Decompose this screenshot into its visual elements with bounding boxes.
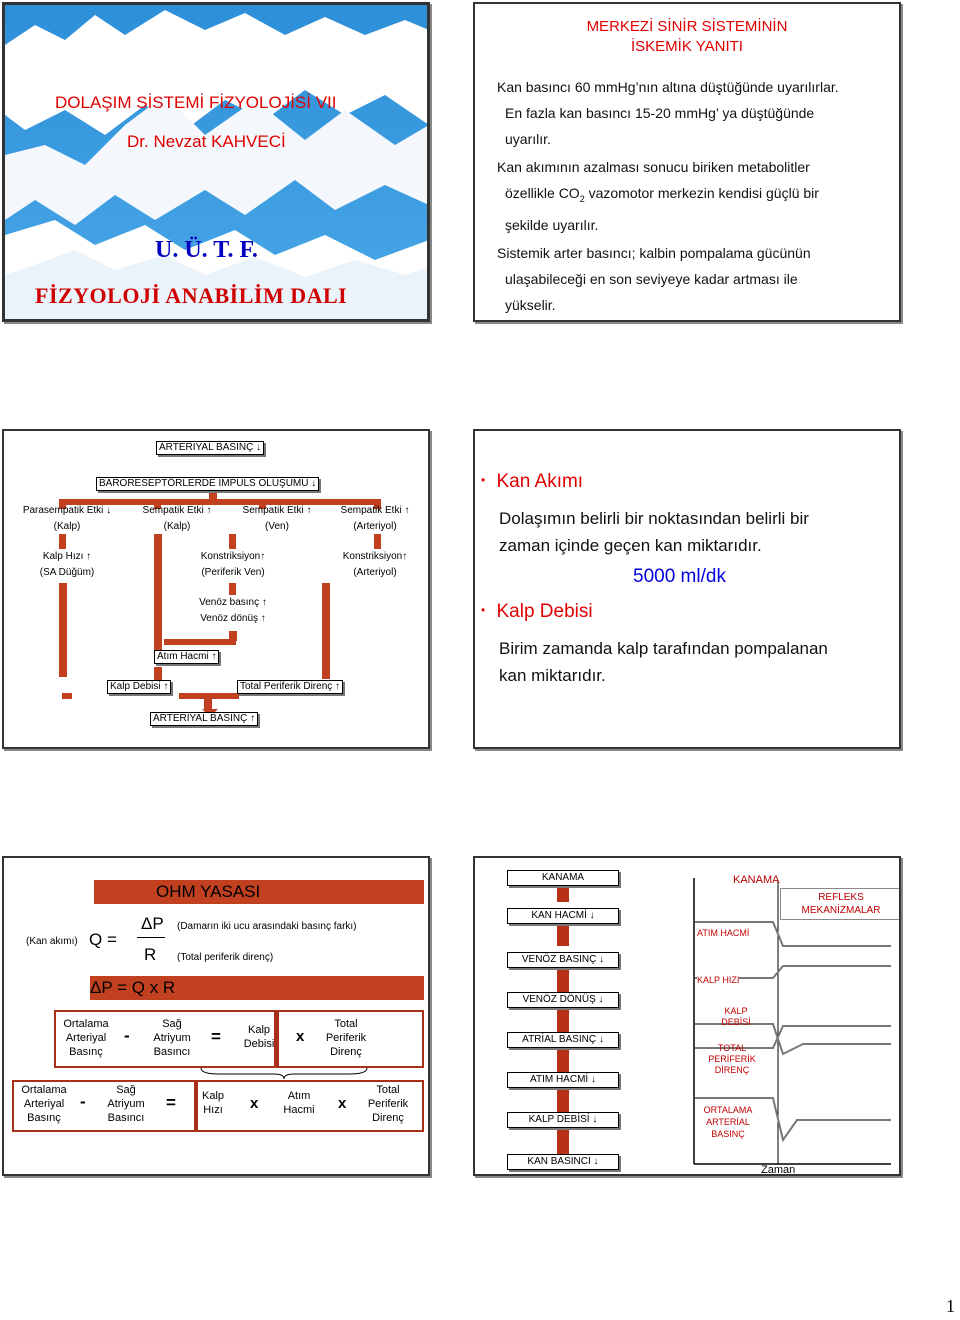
text-line: özellikle CO2 vazomotor merkezin kendisi… — [505, 185, 819, 204]
text-line: ulaşabileceği en son seviyeye kadar artm… — [505, 270, 798, 287]
cardiac-output-definition: Birim zamanda kalp tarafından pompalanan… — [499, 639, 828, 685]
multiply-sign: x — [250, 1095, 259, 1112]
equation1-white-cell — [56, 1012, 274, 1066]
title-underline-bar — [94, 880, 424, 904]
minus-sign: - — [124, 1026, 130, 1045]
cardiac-output-value: 5000 ml/dk — [633, 566, 726, 587]
blood-flow-definition-slide: • Kan Akımı Dolaşımın belirli bir noktas… — [473, 429, 901, 749]
arteriole-constriction-label: Konstriksiyon↑(Arteriyol) — [320, 549, 428, 581]
page-number: 1 — [946, 1296, 955, 1316]
text-line: Sistemik arter basıncı; kalbin pompalama… — [497, 244, 811, 261]
venous-pressure-decrease-box: VENÖZ BASINÇ ↓ — [507, 952, 619, 968]
graph-stroke-volume-label: ATIM HACMİ — [697, 928, 750, 938]
cardiac-output-box: Kalp Debisi ↑ — [107, 680, 172, 694]
title-slide: DOLAŞIM SİSTEMİ FİZYOLOJİSİ VII Dr. Nevz… — [2, 2, 430, 322]
multiply-sign: x — [338, 1095, 347, 1112]
bullet-icon: • — [481, 603, 486, 617]
equals-sign: = — [166, 1093, 176, 1112]
cardiac-output-heading: • Kalp Debisi — [481, 601, 593, 622]
slide-title-line1: MERKEZİ SİNİR SİSTEMİNİN — [586, 18, 788, 35]
department-name: FİZYOLOJİ ANABİLİM DALI — [35, 283, 348, 308]
pressure-difference-description: (Damarın iki ucu arasındaki basınç farkı… — [177, 921, 357, 932]
sympathetic-heart-label: Sempatik Etki ↑(Kalp) — [142, 505, 212, 532]
venous-return-label: Venöz basınç ↑Venöz dönüş ↑ — [178, 595, 288, 627]
hemorrhage-arrows — [557, 884, 569, 1154]
slide-title-line2: İSKEMİK YANITI — [631, 38, 743, 55]
blood-flow-heading: • Kan Akımı — [481, 471, 584, 492]
equation2-white-cell2 — [198, 1082, 422, 1130]
flow-label: (Kan akımı) — [26, 936, 78, 947]
multiply-sign: x — [296, 1028, 305, 1045]
graph-hemorrhage-label: KANAMA — [733, 874, 780, 886]
hemorrhage-box: KANAMA — [507, 870, 619, 886]
baroreceptor-flowchart-slide: ARTERİYAL BASINÇ ↓ BARORESEPTÖRLERDE İMP… — [2, 429, 430, 749]
stroke-volume-decrease-box: ATIM HACMİ ↓ — [507, 1072, 619, 1088]
equation1-white-cell2 — [279, 1012, 422, 1066]
resistance-symbol: R — [144, 945, 157, 964]
text-line: Kan basıncı 60 mmHg’nın altına düştüğünd… — [497, 79, 839, 95]
formula-bar — [90, 976, 424, 1000]
stroke-volume-box: Atım Hacmi ↑ — [154, 650, 220, 664]
baroreceptor-impulse-box: BARORESEPTÖRLERDE İMPULS OLUŞUMU ↓ — [96, 477, 320, 491]
arterial-pressure-decrease-box: ARTERİYAL BASINÇ ↓ — [156, 441, 265, 455]
flow-symbol: Q = — [89, 930, 117, 949]
vein-constriction-label: Konstriksiyon↑(Periferik Ven) — [178, 549, 288, 581]
text-line: şekilde uyarılır. — [505, 216, 599, 233]
ohm-formula: ΔP = Q x R — [90, 978, 176, 997]
pressure-difference-symbol: ΔP — [141, 914, 164, 933]
equation2-white-cell — [14, 1082, 194, 1130]
text-line: uyarılır. — [505, 131, 551, 147]
text-line: En fazla kan basıncı 15-20 mmHg’ ya düşt… — [505, 105, 815, 121]
time-axis-label: Zaman — [761, 1164, 796, 1176]
ohm-law-title: OHM YASASI — [156, 882, 261, 901]
mountain-background-image — [5, 5, 427, 319]
hemorrhage-response-slide: KANAMA KAN HACMİ ↓ VENÖZ BASINÇ ↓ VENÖZ … — [473, 856, 901, 1176]
ischemic-response-slide: MERKEZİ SİNİR SİSTEMİNİN İSKEMİK YANITI … — [473, 2, 901, 322]
author-name: Dr. Nevzat KAHVECİ — [127, 132, 286, 151]
fraction-line — [137, 937, 165, 938]
ohm-law-slide: OHM YASASI (Kan akımı) Q = ΔP R (Damarın… — [2, 856, 430, 1176]
parasympathetic-heart-label: Parasempatik Etki ↓(Kalp) — [22, 505, 112, 532]
minus-sign: - — [80, 1092, 86, 1111]
bullet-icon: • — [481, 473, 486, 487]
text-line: yükselir. — [505, 296, 556, 313]
hemorrhage-time-graph — [693, 878, 891, 1165]
blood-volume-decrease-box: KAN HACMİ ↓ — [507, 908, 619, 924]
arterial-pressure-increase-box: ARTERİYAL BASINÇ ↑ — [150, 712, 259, 726]
total-peripheral-resistance-box: Total Periferik Direnç ↑ — [237, 680, 344, 694]
atrial-pressure-decrease-box: ATRİAL BASINÇ ↓ — [507, 1032, 619, 1048]
presentation-title: DOLAŞIM SİSTEMİ FİZYOLOJİSİ VII — [55, 93, 337, 112]
university-name: U. Ü. T. F. — [155, 237, 258, 263]
flowchart-arrows — [59, 491, 381, 717]
graph-heart-rate-label: KALP HIZI — [697, 975, 740, 985]
resistance-description: (Total periferik direnç) — [177, 952, 274, 963]
blood-pressure-decrease-box: KAN BASINCI ↓ — [507, 1154, 619, 1170]
venous-return-decrease-box: VENÖZ DÖNÜŞ ↓ — [507, 992, 619, 1008]
cardiac-output-decrease-box: KALP DEBİSİ ↓ — [507, 1112, 619, 1128]
blood-flow-definition: Dolaşımın belirli bir noktasından belirl… — [499, 509, 809, 555]
text-line: Kan akımının azalması sonucu biriken met… — [497, 159, 810, 175]
sympathetic-vein-label: Sempatik Etki ↑(Ven) — [242, 505, 312, 532]
equals-sign: = — [211, 1027, 221, 1046]
brace-icon — [200, 1067, 368, 1080]
slide-body-text: Kan basıncı 60 mmHg’nın altına düştüğünd… — [497, 74, 897, 318]
sympathetic-arteriole-label: Sempatik Etki ↑(Arteriyol) — [340, 505, 410, 532]
heart-rate-increase-label: Kalp Hızı ↑(SA Düğüm) — [12, 549, 122, 581]
